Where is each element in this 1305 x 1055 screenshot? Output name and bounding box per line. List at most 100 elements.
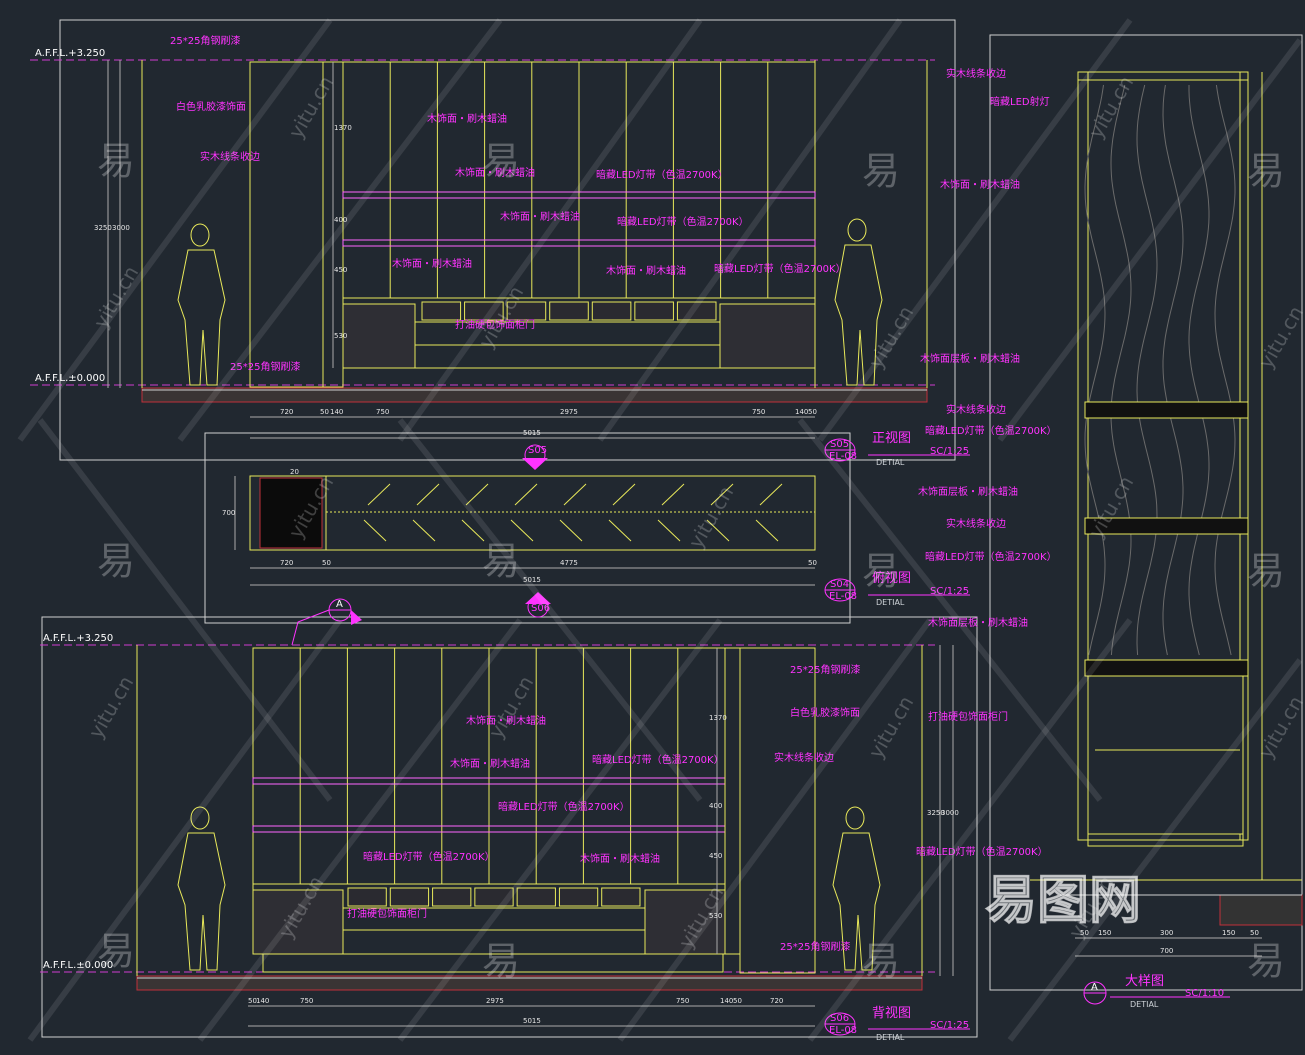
front-vdim-4: 530 — [334, 332, 347, 340]
back-elevation: A.F.F.L.+3.250 A.F.F.L.±0.000 3250 — [40, 633, 970, 1042]
back-note-4: 木饰面・刷木蜡油 — [450, 757, 530, 770]
top-tag-sub: EL-08 — [829, 591, 857, 602]
front-dim-5: 750 — [752, 408, 765, 416]
hatch-line — [706, 519, 730, 542]
back-note-10: 25*25角钢刷漆 — [780, 940, 850, 953]
back-note-0: 25*25角钢刷漆 — [790, 663, 860, 676]
watermark-stroke — [797, 418, 1103, 802]
front-note-10: 暗藏LED灯带（色温2700K） — [714, 262, 846, 275]
section-note-3: 木饰面层板・刷木蜡油 — [920, 352, 1020, 365]
hatch-line — [514, 483, 538, 506]
back-dim-total: 5015 — [523, 1017, 541, 1025]
back-dim-7: 720 — [770, 997, 783, 1005]
front-note-7: 暗藏LED灯带（色温2700K） — [617, 215, 749, 228]
watermark-glyph: 易 — [482, 139, 520, 183]
back-note-8: 木饰面・刷木蜡油 — [580, 852, 660, 865]
front-dim-total: 5015 — [523, 429, 541, 437]
top-dim-1: 50 — [322, 559, 331, 567]
sheet-frames — [41, 19, 1303, 1038]
grain-curve — [1162, 84, 1184, 656]
front-vdim-3: 450 — [334, 266, 347, 274]
section-dim-2: 300 — [1160, 929, 1173, 937]
hatch-line — [510, 519, 534, 542]
back-note-3: 木饰面・刷木蜡油 — [466, 714, 546, 727]
watermark-glyph: 易 — [97, 929, 135, 973]
drawer-front — [474, 887, 514, 907]
drawer-front — [558, 887, 599, 907]
top-detail: DETIAL — [876, 598, 905, 607]
hatch-line — [465, 483, 489, 506]
back-note-2: 实木线条收边 — [774, 751, 834, 764]
front-note-12: 25*25角钢刷漆 — [230, 360, 300, 373]
section-note-7: 实木线条收边 — [946, 517, 1006, 530]
drawer-front — [634, 301, 674, 321]
watermark-latin: yitu.cn — [684, 482, 739, 553]
section-note-10: 打油硬包饰面柜门 — [928, 710, 1008, 723]
drawer-front — [676, 301, 717, 321]
top-dim-total: 5015 — [523, 576, 541, 584]
back-dim-2: 750 — [300, 997, 313, 1005]
back-scale-figure-left — [177, 806, 226, 971]
watermark-latin: yitu.cn — [864, 302, 919, 373]
section-view-title: A 大样图 DETIAL SC/1:10 — [1083, 974, 1230, 1009]
hatch-line — [363, 519, 387, 542]
back-drawer-row — [347, 887, 641, 907]
front-annotations: 25*25角钢刷漆 白色乳胶漆饰面 实木线条收边 木饰面・刷木蜡油 木饰面・刷木… — [170, 34, 846, 373]
grain-curve — [1084, 84, 1106, 656]
top-vdim-1: 20 — [290, 468, 299, 476]
hatch-line — [612, 483, 636, 506]
hatch-line — [559, 519, 583, 542]
back-note-5: 暗藏LED灯带（色温2700K） — [592, 753, 724, 766]
grain-curve — [1214, 84, 1236, 656]
marker-s06-label: S06 — [531, 603, 550, 614]
watermark-stroke — [817, 18, 1133, 442]
back-dim-4: 750 — [676, 997, 689, 1005]
back-note-9: 打油硬包饰面柜门 — [347, 907, 427, 920]
back-tag: S06 — [830, 1013, 849, 1024]
front-tag-sub: EL-08 — [829, 451, 857, 462]
back-dim-3: 2975 — [486, 997, 504, 1005]
back-vdim-2: 400 — [709, 802, 722, 810]
scale-figure-right — [834, 218, 883, 386]
front-vdim-wall: 3000 — [112, 224, 130, 232]
top-dim-0: 720 — [280, 559, 293, 567]
watermark-logo: 易图网 — [985, 871, 1141, 931]
front-view-title: S05 EL-08 正视图 DETIAL SC/1:25 — [824, 431, 970, 467]
section-dim-total: 700 — [1160, 947, 1173, 955]
back-scale: SC/1:25 — [930, 1020, 969, 1031]
hatch-line — [661, 483, 685, 506]
watermark-latin: yitu.cn — [484, 672, 539, 743]
hatch-line — [710, 483, 734, 506]
section-dim-0: 50 — [1080, 929, 1089, 937]
drawer-front — [591, 301, 632, 321]
front-level-top: A.F.F.L.+3.250 — [35, 48, 105, 59]
section-detail: 50 150 300 150 50 700 实木线条收边 暗藏LED射灯 木饰面… — [916, 67, 1303, 1009]
front-scale: SC/1:25 — [930, 446, 969, 457]
front-note-8: 木饰面・刷木蜡油 — [392, 257, 472, 270]
watermark-latin: yitu.cn — [84, 672, 139, 743]
front-dim-4: 2975 — [560, 408, 578, 416]
front-dim-6: 140 — [795, 408, 808, 416]
front-wood-slats — [389, 62, 769, 298]
hatch-line — [608, 519, 632, 542]
front-note-11: 打油硬包饰面柜门 — [455, 318, 535, 331]
section-note-8: 暗藏LED灯带（色温2700K） — [925, 550, 1057, 563]
section-scale: SC/1:10 — [1185, 988, 1224, 999]
back-detail: DETIAL — [876, 1033, 905, 1042]
section-note-6: 木饰面层板・刷木蜡油 — [918, 485, 1018, 498]
front-vdim-1: 1370 — [334, 124, 352, 132]
watermark-latin: yitu.cn — [1254, 302, 1305, 373]
watermark-stroke — [807, 618, 1133, 1042]
drawer-front — [506, 301, 547, 321]
front-level-bottom: A.F.F.L.±0.000 — [35, 373, 105, 384]
section-tag: A — [1091, 982, 1098, 993]
section-dim-3: 150 — [1222, 929, 1235, 937]
back-view-title: S06 EL-08 背视图 DETIAL SC/1:25 — [824, 1006, 970, 1042]
section-note-2: 木饰面・刷木蜡油 — [940, 178, 1020, 191]
watermark-latin: yitu.cn — [89, 262, 144, 333]
back-level-top: A.F.F.L.+3.250 — [43, 633, 113, 644]
back-tag-sub: EL-08 — [829, 1025, 857, 1036]
hatch-line — [759, 483, 783, 506]
back-dim-0: 50 — [248, 997, 257, 1005]
back-view-label: 背视图 — [872, 1006, 911, 1021]
